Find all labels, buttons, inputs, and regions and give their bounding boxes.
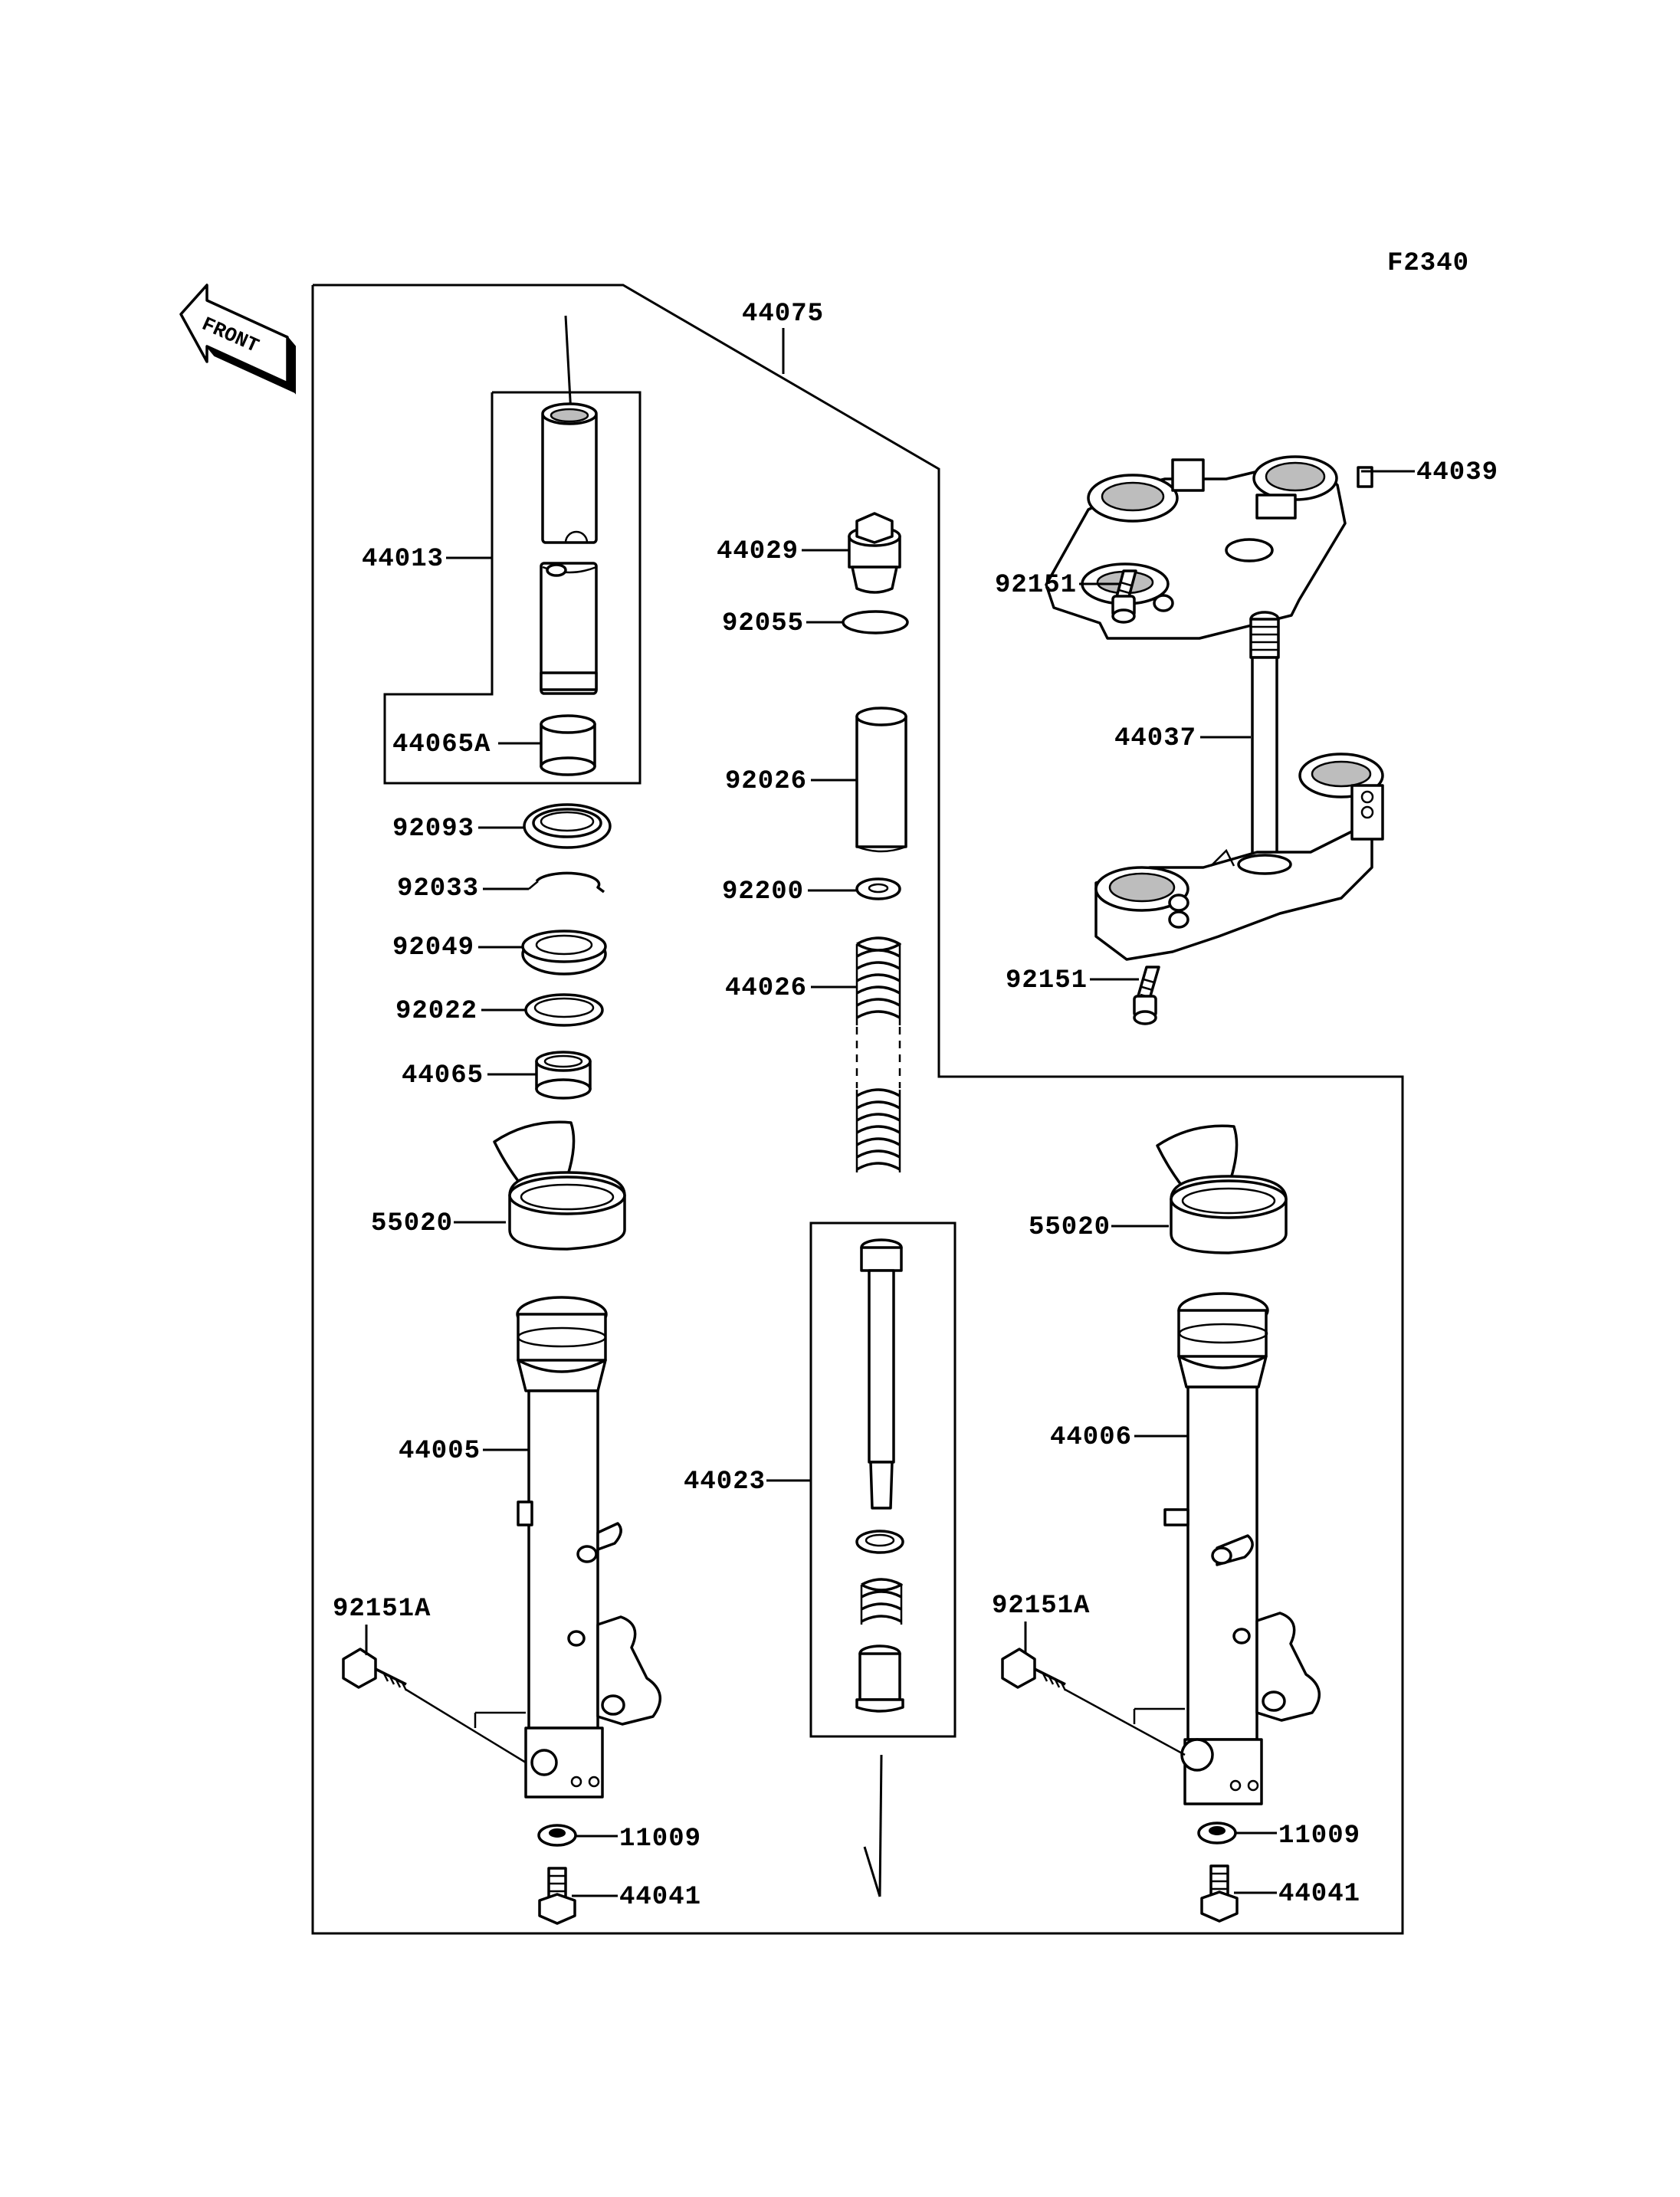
label-44065A: 44065A [392,730,491,759]
label-44029: 44029 [717,537,799,566]
bolt-upper [1111,569,1137,624]
label-55020-left: 55020 [371,1209,453,1238]
label-44041-left: 44041 [619,1883,701,1912]
label-44041-right: 44041 [1278,1880,1360,1909]
label-92055: 92055 [722,609,804,638]
fork-tube-frame [383,391,641,785]
label-11009-left: 11009 [619,1825,701,1854]
front-arrow-icon: FRONT [179,284,296,395]
label-92093: 92093 [392,815,474,844]
oil-seal-cover [523,803,612,849]
label-11009-right: 11009 [1278,1822,1360,1851]
label-44023: 44023 [684,1467,766,1497]
label-92026: 92026 [725,767,807,796]
figure-code: F2340 [1387,249,1469,278]
fork-guard-right [1156,1124,1288,1254]
axle-bolt-left [342,1648,527,1764]
axle-bolt-right [1001,1648,1186,1756]
circlip [528,871,605,894]
fork-guard-left [493,1120,626,1251]
bolt-lower [1133,966,1160,1025]
gasket-right [1197,1822,1237,1844]
label-44039: 44039 [1416,458,1498,487]
assembly-frame [311,284,1404,1935]
label-44013: 44013 [362,545,444,574]
label-92151-lower: 92151 [1006,966,1088,995]
gasket-left [537,1824,577,1847]
oil-seal [521,930,607,976]
label-44026: 44026 [725,974,807,1003]
label-44065: 44065 [402,1061,484,1090]
upper-bracket [1045,455,1373,640]
label-44037: 44037 [1114,724,1196,753]
drain-bolt-right [1200,1864,1239,1923]
bushing-a [540,714,596,776]
fork-cap [848,512,901,594]
inner-tube-upper [541,402,598,544]
washer-92200 [855,877,901,900]
label-92151A-left: 92151A [333,1595,431,1624]
o-ring [842,610,909,635]
label-92151A-right: 92151A [992,1592,1090,1621]
label-92151-upper: 92151 [995,571,1077,600]
fork-spring [855,936,901,1172]
bushing-44065 [535,1051,592,1100]
washer-92022 [524,993,604,1027]
label-92049: 92049 [392,933,474,962]
drain-bolt-left [538,1867,576,1925]
label-44005: 44005 [399,1437,481,1466]
inner-tube-lower [540,562,598,695]
outer-tube-right [1163,1292,1321,1805]
steering-stem [1094,611,1384,961]
label-92033: 92033 [397,874,479,903]
label-44006: 44006 [1050,1423,1132,1452]
label-55020-right: 55020 [1029,1213,1111,1242]
damper-cylinder [855,1238,904,1713]
label-44075: 44075 [742,300,824,329]
label-92200: 92200 [722,877,804,907]
outer-tube-left [516,1296,662,1799]
spacer-collar [855,707,907,853]
label-92022: 92022 [395,997,477,1026]
